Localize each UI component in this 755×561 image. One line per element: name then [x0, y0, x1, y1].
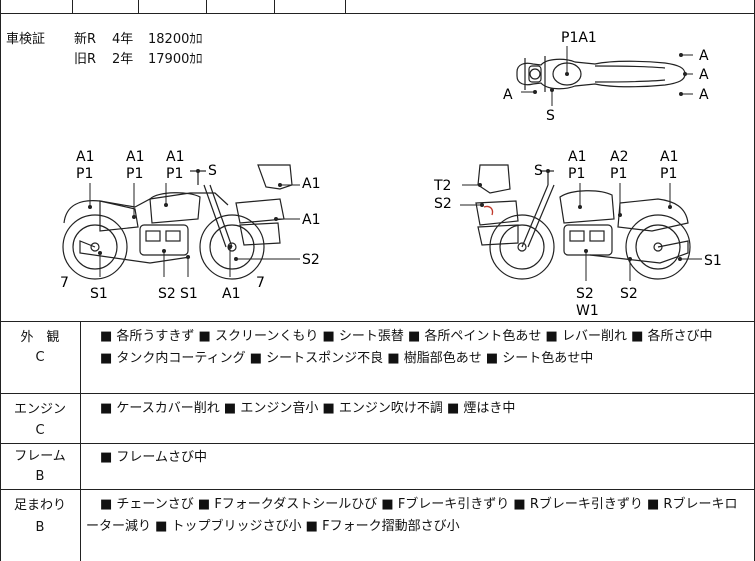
conditions-top-rule — [0, 321, 755, 322]
left-callout-a1-fairing: A1 — [302, 176, 320, 192]
condition-grade-frame: B — [35, 469, 45, 484]
left-callout-s2-bottom: S2 — [158, 286, 176, 302]
inspection-new-years: 4年 — [112, 32, 134, 47]
left-callout-7-left: 7 — [60, 275, 69, 291]
top-callout-a-right-3: A — [699, 87, 709, 103]
left-callout-a1-2: A1 — [126, 149, 144, 165]
left-callout-a1-3: A1 — [166, 149, 184, 165]
left-callout-s1-bottom: S1 — [180, 286, 198, 302]
condition-grade-engine: C — [35, 423, 45, 438]
top-view-diagram: P1A1 A A A A S — [495, 28, 725, 123]
right-callout-a2: A2 — [610, 149, 628, 165]
header-cell-divider — [274, 0, 275, 13]
inspection-label: 車検証 — [6, 32, 46, 47]
left-callout-a1-bottom: A1 — [222, 286, 240, 302]
right-callout-a1-1: A1 — [568, 149, 586, 165]
header-cell-divider — [345, 0, 346, 13]
right-callout-p1-3: P1 — [660, 166, 677, 182]
inspection-old-years: 2年 — [112, 52, 134, 67]
top-callout-a-right-2: A — [699, 67, 709, 83]
right-callout-s2-bottom: S2 — [576, 286, 594, 302]
condition-note-exterior-2: ■ タンク内コーティング ■ シートスポンジ不良 ■ 樹脂部色あせ ■ シート色… — [100, 351, 594, 366]
top-callout-a-right-1: A — [699, 48, 709, 64]
right-callout-s1: S1 — [704, 253, 722, 269]
header-cell-divider — [72, 0, 73, 13]
right-side-diagram: T2 S2 S A1 P1 A2 P1 A1 P1 S1 S2 W1 S2 — [430, 145, 730, 320]
left-side-diagram: A1 P1 A1 P1 A1 P1 S A1 A1 S2 7 S1 S2 S1 … — [40, 145, 340, 305]
right-callout-s2-top: S2 — [434, 196, 452, 212]
condition-category-engine: エンジン — [13, 402, 66, 417]
left-callout-p1-1: P1 — [76, 166, 93, 182]
left-callout-p1-2: P1 — [126, 166, 143, 182]
conditions-rule-4 — [0, 489, 755, 490]
condition-grade-exterior: C — [35, 350, 45, 365]
top-callout-p1a1: P1A1 — [561, 30, 597, 46]
left-callout-a1-1: A1 — [76, 149, 94, 165]
right-callout-p1-1: P1 — [568, 166, 585, 182]
inspection-old-fee: 17900ｶﾛ — [148, 52, 203, 67]
condition-note-exterior-1: ■ 各所うすきず ■ スクリーンくもり ■ シート張替 ■ 各所ペイント色あせ … — [100, 329, 713, 344]
condition-note-engine-1: ■ ケースカバー削れ ■ エンジン音小 ■ エンジン吹け不調 ■ 煙はき中 — [100, 401, 516, 416]
header-cell-divider — [206, 0, 207, 13]
condition-grade-suspension: B — [35, 520, 45, 535]
inspection-new-fee: 18200ｶﾛ — [148, 32, 203, 47]
condition-category-exterior: 外 観 — [20, 330, 60, 345]
left-callout-7-right: 7 — [256, 275, 265, 291]
top-callout-s: S — [546, 108, 555, 123]
right-callout-s2-right: S2 — [620, 286, 638, 302]
right-callout-p1-2: P1 — [610, 166, 627, 182]
conditions-label-divider — [80, 321, 81, 561]
right-callout-w1: W1 — [576, 303, 599, 319]
header-cell-divider — [138, 0, 139, 13]
left-callout-s: S — [208, 163, 217, 179]
condition-note-suspension-1: ■ チェーンさび ■ Fフォークダストシールひび ■ Fブレーキ引きずり ■ R… — [100, 497, 738, 512]
inspection-old-r: 旧R — [74, 52, 97, 67]
right-callout-s: S — [534, 163, 543, 179]
inspection-new-r: 新R — [74, 32, 97, 47]
conditions-rule-3 — [0, 443, 755, 444]
right-callout-t2: T2 — [433, 178, 451, 194]
left-callout-s2: S2 — [302, 252, 320, 268]
top-rule — [0, 13, 755, 14]
sheet-border-left — [0, 0, 1, 561]
conditions-rule-2 — [0, 393, 755, 394]
condition-category-suspension: 足まわり — [13, 498, 66, 513]
right-callout-a1-2: A1 — [660, 149, 678, 165]
condition-category-frame: フレーム — [14, 449, 66, 464]
top-callout-a-left: A — [503, 87, 513, 103]
left-callout-a1-cowl: A1 — [302, 212, 320, 228]
condition-note-suspension-2: ーター減り ■ トップブリッジさび小 ■ Fフォーク摺動部さび小 — [86, 519, 460, 534]
left-callout-p1-3: P1 — [166, 166, 183, 182]
condition-note-frame-1: ■ フレームさび中 — [100, 450, 208, 465]
left-callout-s1-left: S1 — [90, 286, 108, 302]
